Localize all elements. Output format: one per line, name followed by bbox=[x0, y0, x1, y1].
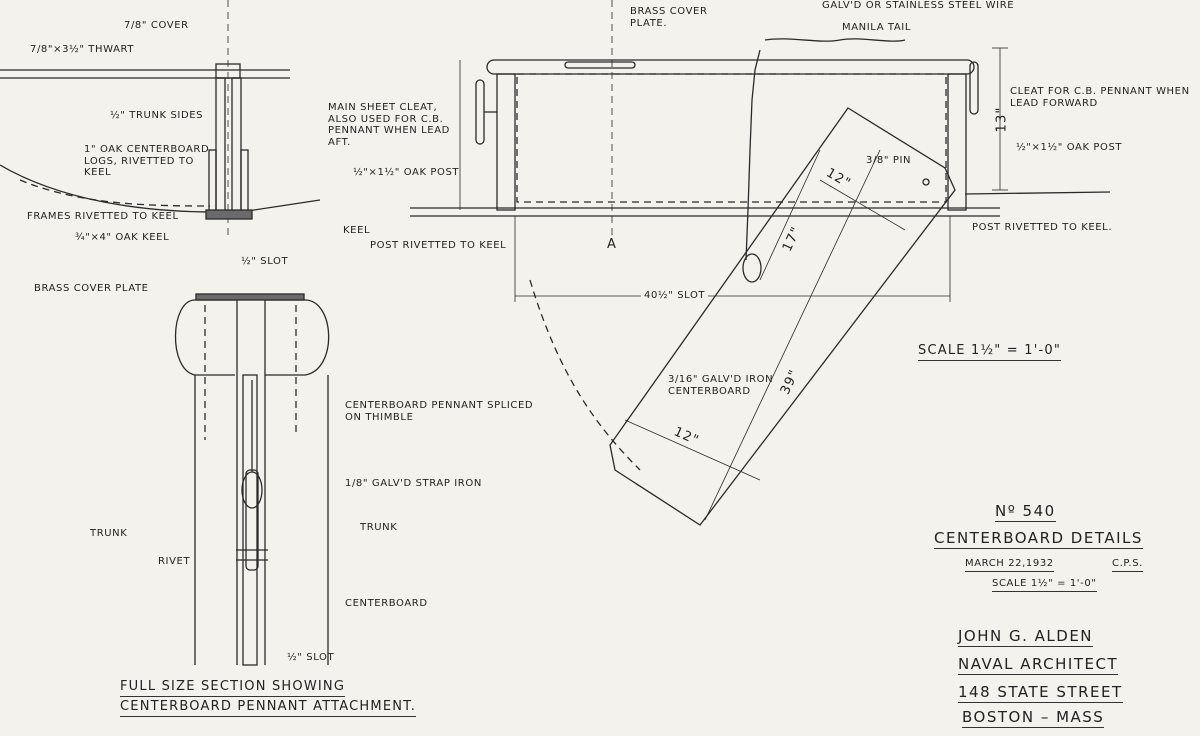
trunk-profile bbox=[410, 0, 1111, 526]
drawing-scale: SCALE 1½" = 1'-0" bbox=[992, 578, 1097, 592]
swing-arc bbox=[529, 279, 641, 471]
label-manila: MANILA TAIL bbox=[842, 22, 912, 33]
trunk-inner bbox=[516, 73, 947, 203]
centerboard-plate bbox=[609, 107, 956, 526]
architect-role: NAVAL ARCHITECT bbox=[958, 655, 1119, 676]
wire bbox=[745, 49, 761, 261]
post-right bbox=[947, 73, 967, 211]
dim39-line bbox=[704, 149, 881, 521]
label-dim-13: 13" bbox=[994, 106, 1010, 133]
label-slot-top: ½" SLOT bbox=[241, 256, 289, 267]
label-brass-plate-top: BRASS COVER PLATE. bbox=[630, 6, 708, 29]
dim12b-line bbox=[624, 419, 761, 481]
label-frames: FRAMES RIVETTED TO KEEL bbox=[27, 211, 179, 222]
transverse-section bbox=[0, 0, 321, 240]
label-pin: 3/8" PIN bbox=[866, 155, 912, 166]
full-size-section bbox=[174, 293, 330, 666]
dim17-line bbox=[759, 149, 821, 281]
label-slot-length: 40½" SLOT bbox=[641, 290, 709, 302]
label-thwart: 7/8"×3½" THWART bbox=[30, 44, 135, 55]
thimble-section bbox=[241, 471, 263, 509]
pennant-thimble bbox=[742, 253, 762, 283]
drawing-title: CENTERBOARD DETAILS bbox=[934, 529, 1143, 550]
hull-planking-inner bbox=[19, 179, 211, 207]
drawing-number: Nº 540 bbox=[995, 502, 1056, 523]
keel-right bbox=[964, 191, 1111, 195]
label-trunk-right: TRUNK bbox=[360, 522, 398, 533]
label-section-mark: A bbox=[607, 237, 618, 252]
pivot-pin bbox=[922, 178, 930, 186]
manila-tail bbox=[764, 38, 906, 42]
centerboard-edge bbox=[242, 374, 258, 666]
label-pennant: CENTERBOARD PENNANT SPLICED ON THIMBLE bbox=[345, 400, 534, 423]
label-trunk-sides: ½" TRUNK SIDES bbox=[110, 110, 204, 121]
label-cover: 7/8" COVER bbox=[124, 20, 189, 31]
label-post-rivet-left: POST RIVETTED TO KEEL bbox=[370, 240, 507, 251]
drawing-date: MARCH 22,1932 bbox=[965, 558, 1054, 572]
architect-city: BOSTON – MASS bbox=[962, 708, 1105, 729]
caption-line-2: CENTERBOARD PENNANT ATTACHMENT. bbox=[120, 699, 417, 717]
oak-keel bbox=[205, 209, 253, 220]
architect-name: JOHN G. ALDEN bbox=[958, 627, 1094, 648]
cleat-left bbox=[475, 79, 485, 145]
label-keel: KEEL bbox=[343, 225, 371, 236]
label-trunk-left: TRUNK bbox=[90, 528, 128, 539]
trunk-side-right bbox=[231, 77, 242, 214]
label-oak-keel: ¾"×4" OAK KEEL bbox=[75, 232, 170, 243]
label-strap: 1/8" GALV'D STRAP IRON bbox=[345, 478, 482, 489]
trunk-cap bbox=[486, 59, 975, 75]
trunk-head-right bbox=[265, 299, 330, 376]
label-rivet: RIVET bbox=[158, 556, 191, 567]
architect-street: 148 STATE STREET bbox=[958, 683, 1123, 704]
label-oak-post-right: ½"×1½" OAK POST bbox=[1016, 142, 1123, 153]
brass-plate-section bbox=[195, 293, 305, 301]
drafter-initials: C.P.S. bbox=[1112, 558, 1143, 572]
strap-iron bbox=[245, 469, 259, 571]
label-brass-plate-left: BRASS COVER PLATE bbox=[34, 283, 149, 294]
cleat-right bbox=[969, 61, 979, 115]
trunk-head-left bbox=[174, 299, 235, 376]
label-wire: GALV'D OR STAINLESS STEEL WIRE bbox=[822, 0, 1015, 11]
label-scale-main: SCALE 1½" = 1'-0" bbox=[918, 343, 1062, 361]
label-centerboard: 3/16" GALV'D IRON CENTERBOARD bbox=[668, 374, 774, 397]
label-cleat-forward: CLEAT FOR C.B. PENNANT WHEN LEAD FORWARD bbox=[1010, 86, 1190, 109]
post-left bbox=[496, 73, 516, 211]
trunk-side-left bbox=[215, 77, 226, 214]
label-slot-bottom: ½" SLOT bbox=[287, 652, 335, 663]
caption-line-1: FULL SIZE SECTION SHOWING bbox=[120, 679, 346, 697]
cover-block bbox=[215, 63, 241, 79]
centerboard-log-right bbox=[240, 149, 249, 213]
label-main-sheet: MAIN SHEET CLEAT, ALSO USED FOR C.B. PEN… bbox=[328, 102, 450, 148]
label-post-rivet-right: POST RIVETTED TO KEEL. bbox=[972, 222, 1113, 233]
hull-planking-right bbox=[240, 199, 321, 213]
label-logs: 1" OAK CENTERBOARD LOGS, RIVETTED TO KEE… bbox=[84, 144, 210, 178]
dim12-line bbox=[819, 179, 906, 231]
hull-planking bbox=[0, 164, 217, 213]
label-centerboard-section: CENTERBOARD bbox=[345, 598, 428, 609]
brass-plate-top bbox=[564, 61, 636, 69]
label-oak-post-left: ½"×1½" OAK POST bbox=[353, 167, 460, 178]
